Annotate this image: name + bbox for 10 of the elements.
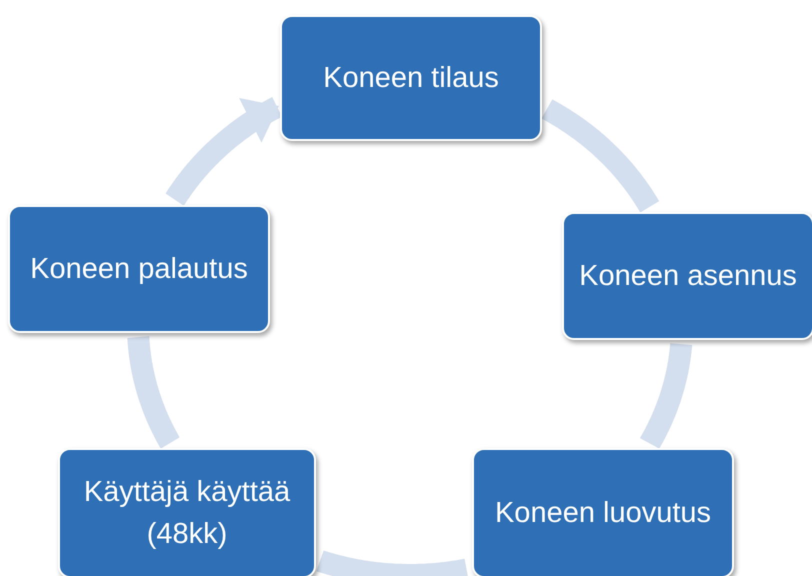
box-label: Koneen palautus [30, 252, 248, 287]
process-box [58, 448, 316, 576]
process-box [472, 448, 734, 576]
process-box [562, 212, 812, 340]
process-box [8, 205, 270, 333]
box-label: Koneen asennus [579, 258, 797, 294]
box-label: Koneen luovutus [494, 496, 712, 531]
box-label: Koneen tilaus [323, 60, 499, 96]
box-label: Käyttäjä käyttää (48kk) [82, 474, 292, 552]
process-box [280, 15, 542, 141]
